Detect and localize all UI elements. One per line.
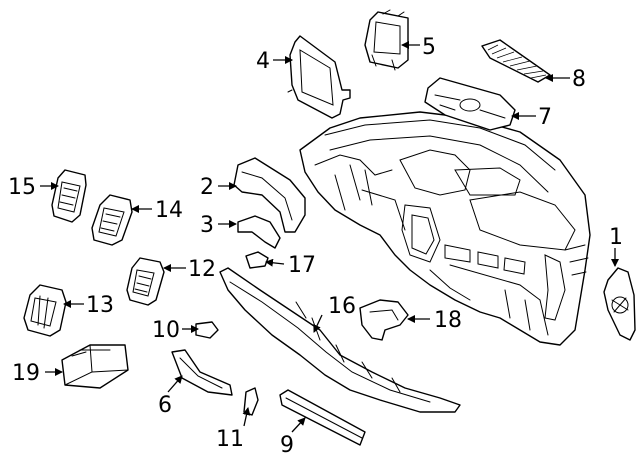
- trim-strip-part-3: [237, 215, 281, 249]
- callout-18: 18: [434, 308, 462, 333]
- display-screen-part-4: [285, 35, 351, 119]
- bracket-part-5: [364, 9, 409, 71]
- lower-trim-part-6: [171, 349, 233, 396]
- cluster-hood-part-2: [233, 157, 306, 233]
- callout-3: 3: [200, 213, 214, 238]
- instrument-panel: [299, 111, 591, 346]
- callout-12: 12: [188, 257, 216, 282]
- sill-strip-part-9: [279, 389, 366, 446]
- callout-19: 19: [12, 361, 40, 386]
- callout-4: 4: [256, 49, 270, 74]
- leader-arrows: [40, 41, 619, 433]
- callout-11: 11: [216, 427, 244, 452]
- vent-part-14: [91, 194, 133, 246]
- small-bracket-part-17: [245, 251, 269, 269]
- callout-1: 1: [609, 225, 623, 250]
- callout-13: 13: [86, 293, 114, 318]
- callout-labels: 1 2 3 4 5 6 7 8 9 10 11 12 13 14 15 16 1…: [8, 35, 623, 458]
- clip-part-10: [195, 321, 219, 339]
- callout-15: 15: [8, 175, 36, 200]
- end-cap-part-1: [603, 267, 636, 341]
- callout-7: 7: [538, 105, 552, 130]
- tiny-bracket-part-11: [243, 387, 259, 416]
- vent-part-13: [23, 284, 67, 337]
- callout-17: 17: [288, 253, 316, 278]
- trim-panel-part-8: [481, 39, 551, 83]
- callout-5: 5: [422, 35, 436, 60]
- callout-6: 6: [158, 393, 172, 418]
- callout-16: 16: [328, 294, 356, 319]
- mount-bracket-part-18: [359, 299, 409, 341]
- storage-box-part-19: [61, 344, 129, 389]
- vent-part-12: [126, 257, 165, 306]
- callout-10: 10: [152, 318, 180, 343]
- callout-8: 8: [572, 67, 586, 92]
- callout-14: 14: [155, 198, 183, 223]
- callout-9: 9: [280, 433, 294, 458]
- vent-part-15: [51, 169, 87, 223]
- callout-2: 2: [200, 175, 214, 200]
- control-bezel-part-7: [424, 77, 516, 131]
